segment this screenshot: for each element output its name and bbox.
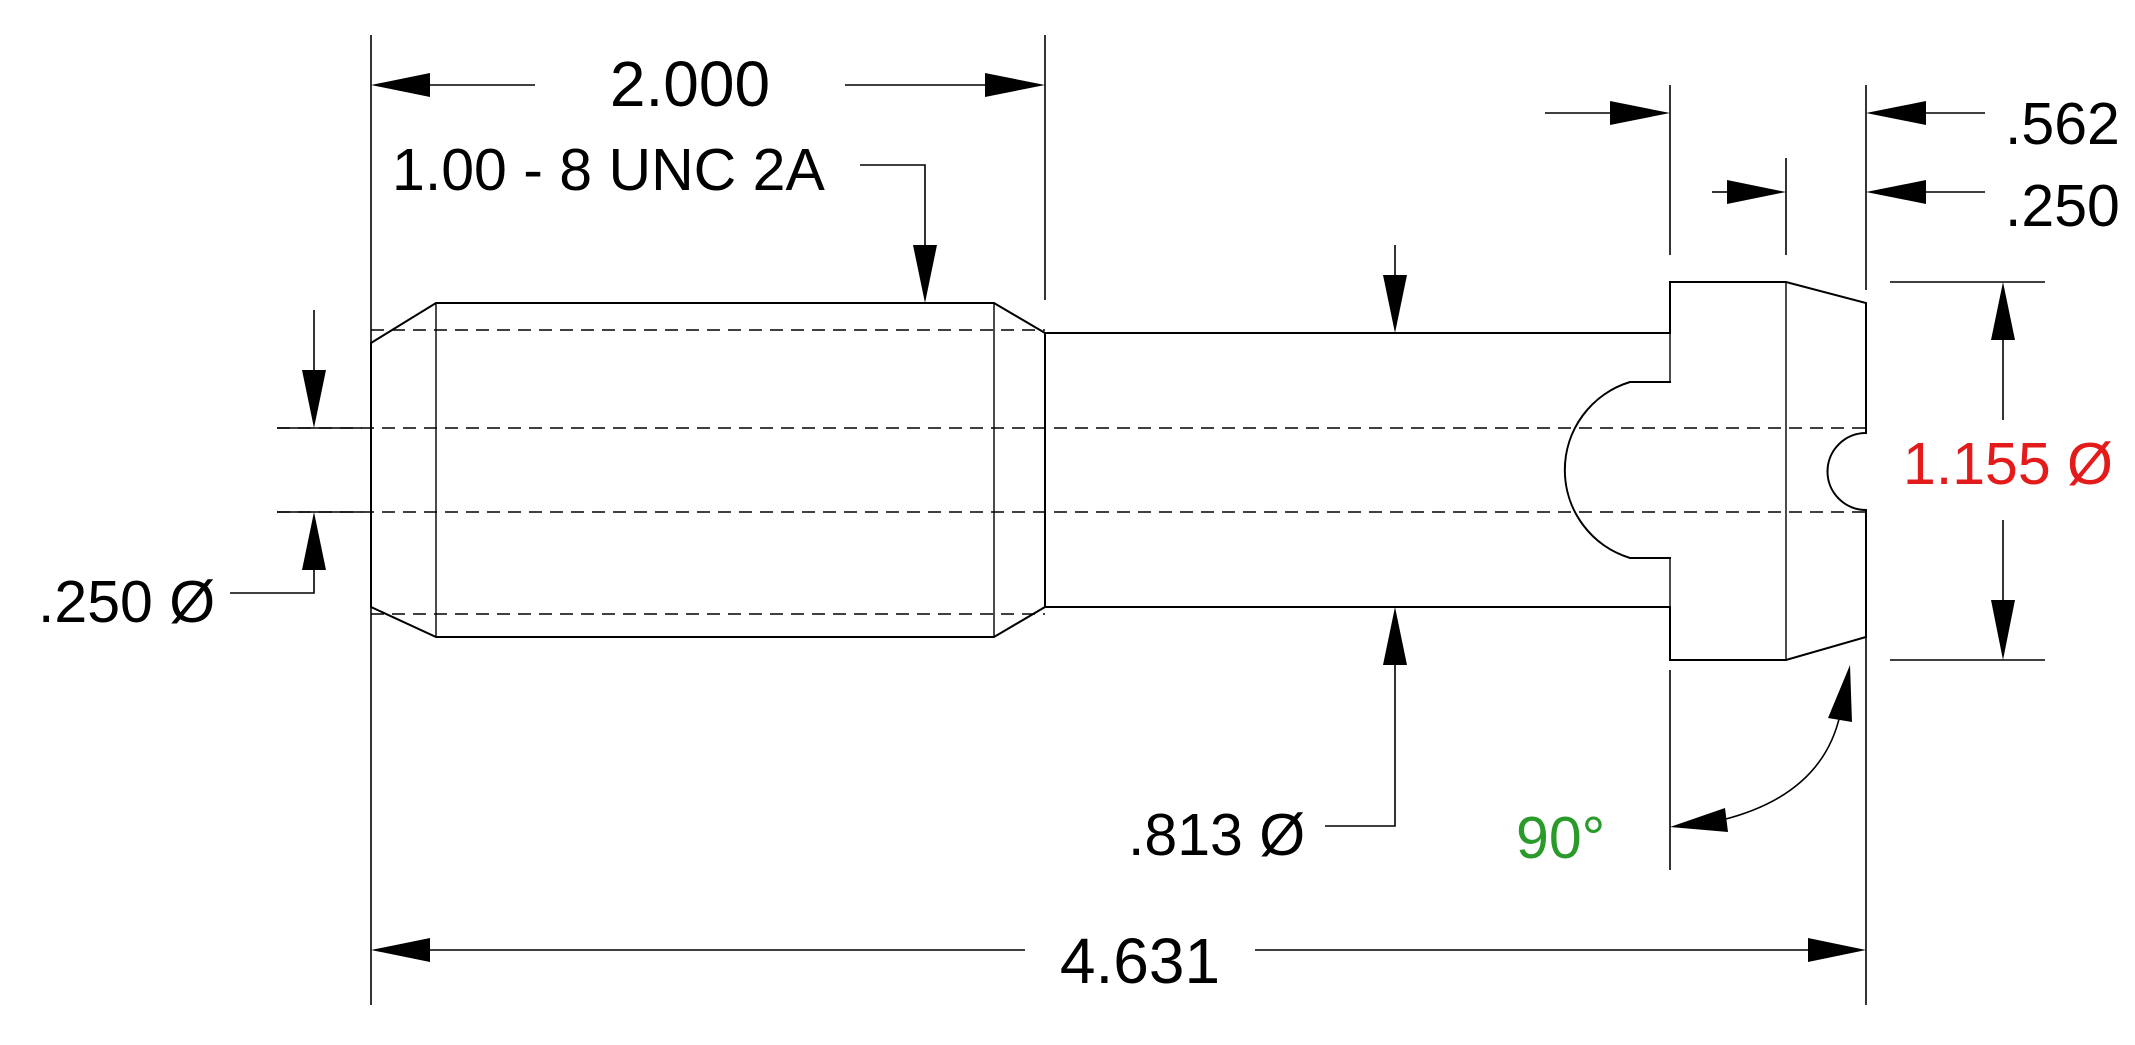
dim-head-diameter-label: 1.155 Ø [1903,431,2113,497]
dim-shank-diameter: .813 Ø [1128,245,1407,868]
dim-head-length: .562 [1545,91,2120,157]
dim-overall-length: 4.631 [371,925,1866,997]
dim-head-land-label: .250 [2005,173,2120,239]
dim-thread-length-label: 2.000 [610,48,770,120]
dim-head-land: .250 [1712,173,2120,239]
dim-hole-diameter: .250 Ø [38,310,362,635]
dim-hole-diameter-label: .250 Ø [38,569,215,635]
dim-overall-length-label: 4.631 [1060,925,1220,997]
dim-head-length-label: .562 [2005,91,2120,157]
extension-lines [370,35,2045,1005]
dim-chamfer-angle-label: 90° [1516,805,1605,871]
dim-shank-diameter-label: .813 Ø [1128,802,1305,868]
dim-head-diameter: 1.155 Ø [1903,282,2113,660]
head-slot [1563,381,1671,559]
dim-thread-length: 2.000 [371,48,1045,120]
dim-chamfer-angle: 90° [1516,665,1852,871]
head-outline [1669,281,1867,661]
thread-section-outline [370,302,1046,638]
leader-thread-spec: 1.00 - 8 UNC 2A [392,137,937,303]
thread-spec-label: 1.00 - 8 UNC 2A [392,137,825,203]
part-outline [277,281,1867,661]
